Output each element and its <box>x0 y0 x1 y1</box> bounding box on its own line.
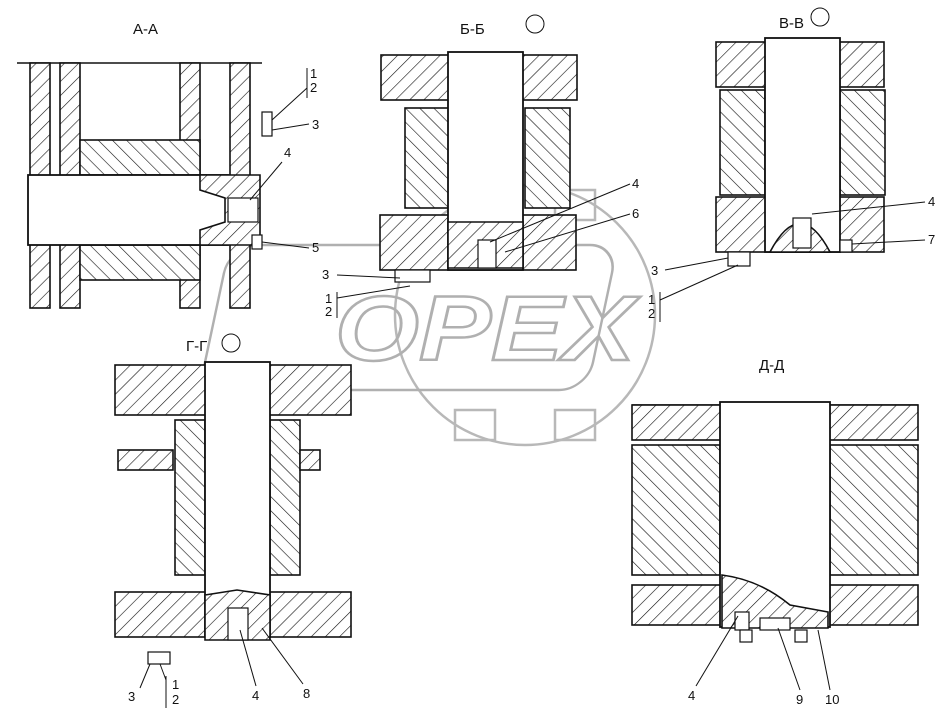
gg-rotation-icon <box>221 333 241 353</box>
gg-callout-2: 2 <box>172 692 179 707</box>
section-gg-title: Г-Г <box>186 338 207 355</box>
bb-callout-1: 1 <box>325 291 332 306</box>
dd-callout-9: 9 <box>796 692 803 707</box>
vv-callout-1: 1 <box>648 292 655 307</box>
section-gg: Г-Г 3 1 2 4 8 <box>114 333 352 708</box>
vv-callout-2: 2 <box>648 306 655 321</box>
vv-rotation-icon <box>810 7 830 27</box>
gg-callout-3: 3 <box>128 689 135 704</box>
aa-callout-1: 1 <box>310 66 317 81</box>
vv-callout-7: 7 <box>928 232 935 247</box>
dd-callout-4: 4 <box>688 688 695 703</box>
section-bb: Б-Б 4 6 3 1 2 <box>322 14 639 319</box>
gg-callout-8: 8 <box>303 686 310 701</box>
aa-callout-4: 4 <box>284 145 291 160</box>
watermark-text: OPEX <box>335 278 640 380</box>
bb-callout-2: 2 <box>325 304 332 319</box>
aa-callout-3: 3 <box>312 117 319 132</box>
dd-callout-10: 10 <box>825 692 839 707</box>
watermark: OPEX <box>203 183 657 447</box>
bb-callout-6: 6 <box>632 206 639 221</box>
aa-callout-5: 5 <box>312 240 319 255</box>
gg-callout-4: 4 <box>252 688 259 703</box>
section-dd: Д-Д 4 9 10 <box>631 357 919 707</box>
bb-rotation-icon <box>525 14 545 34</box>
bb-callout-3: 3 <box>322 267 329 282</box>
section-aa-title: А-А <box>133 21 158 38</box>
section-aa: А-А 1 2 3 4 5 <box>17 21 319 309</box>
bb-callout-4: 4 <box>632 176 639 191</box>
section-vv: В-В 4 7 3 1 2 <box>648 7 935 322</box>
gg-callout-1: 1 <box>172 677 179 692</box>
section-dd-title: Д-Д <box>759 357 784 374</box>
section-bb-title: Б-Б <box>460 21 485 38</box>
aa-callout-2: 2 <box>310 80 317 95</box>
section-vv-title: В-В <box>779 15 804 32</box>
vv-callout-4: 4 <box>928 194 935 209</box>
vv-callout-3: 3 <box>651 263 658 278</box>
